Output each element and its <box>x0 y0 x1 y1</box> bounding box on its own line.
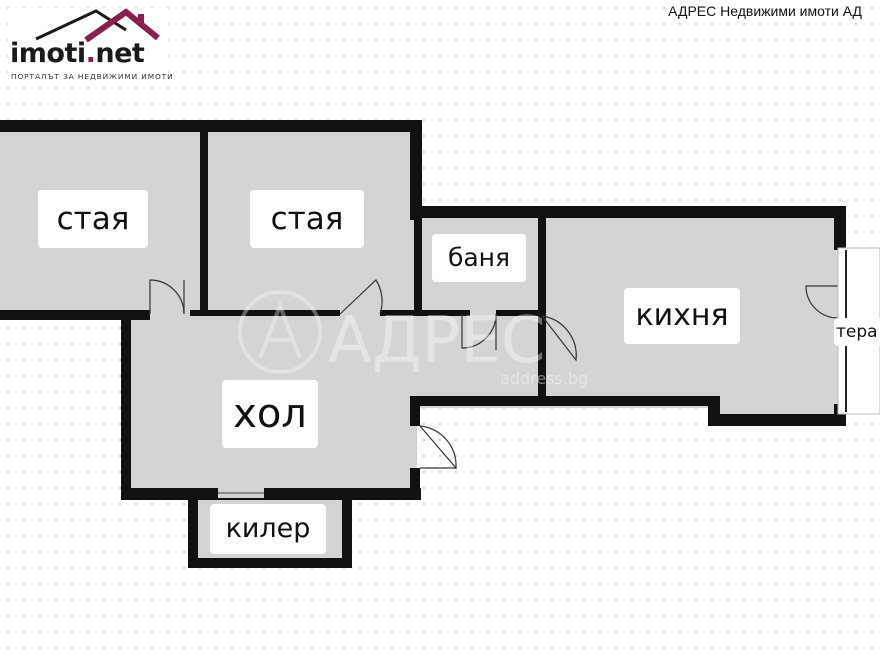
walls <box>0 120 846 568</box>
room-label-hall: хол <box>222 380 318 448</box>
room-label-terrace: тера <box>834 318 880 346</box>
logo-wordmark: imoti.net <box>10 38 145 69</box>
room-label-bathroom: баня <box>432 234 526 282</box>
imoti-logo[interactable]: imoti.net ПОРТАЛЪТ ЗА НЕДВИЖИМИ ИМОТИ <box>8 8 173 84</box>
agency-name: АДРЕС Недвижими имоти АД <box>666 3 864 19</box>
room-label-pantry: килер <box>210 504 326 554</box>
door-swings <box>149 279 839 494</box>
logo-tagline: ПОРТАЛЪТ ЗА НЕДВИЖИМИ ИМОТИ <box>11 72 174 81</box>
pantry-opening <box>218 488 264 498</box>
room-label-kitchen: кихня <box>624 288 740 344</box>
house-roof-icon <box>35 8 160 42</box>
room-label-bedroom-2: стая <box>250 190 364 248</box>
room-label-bedroom-1: стая <box>38 190 148 248</box>
